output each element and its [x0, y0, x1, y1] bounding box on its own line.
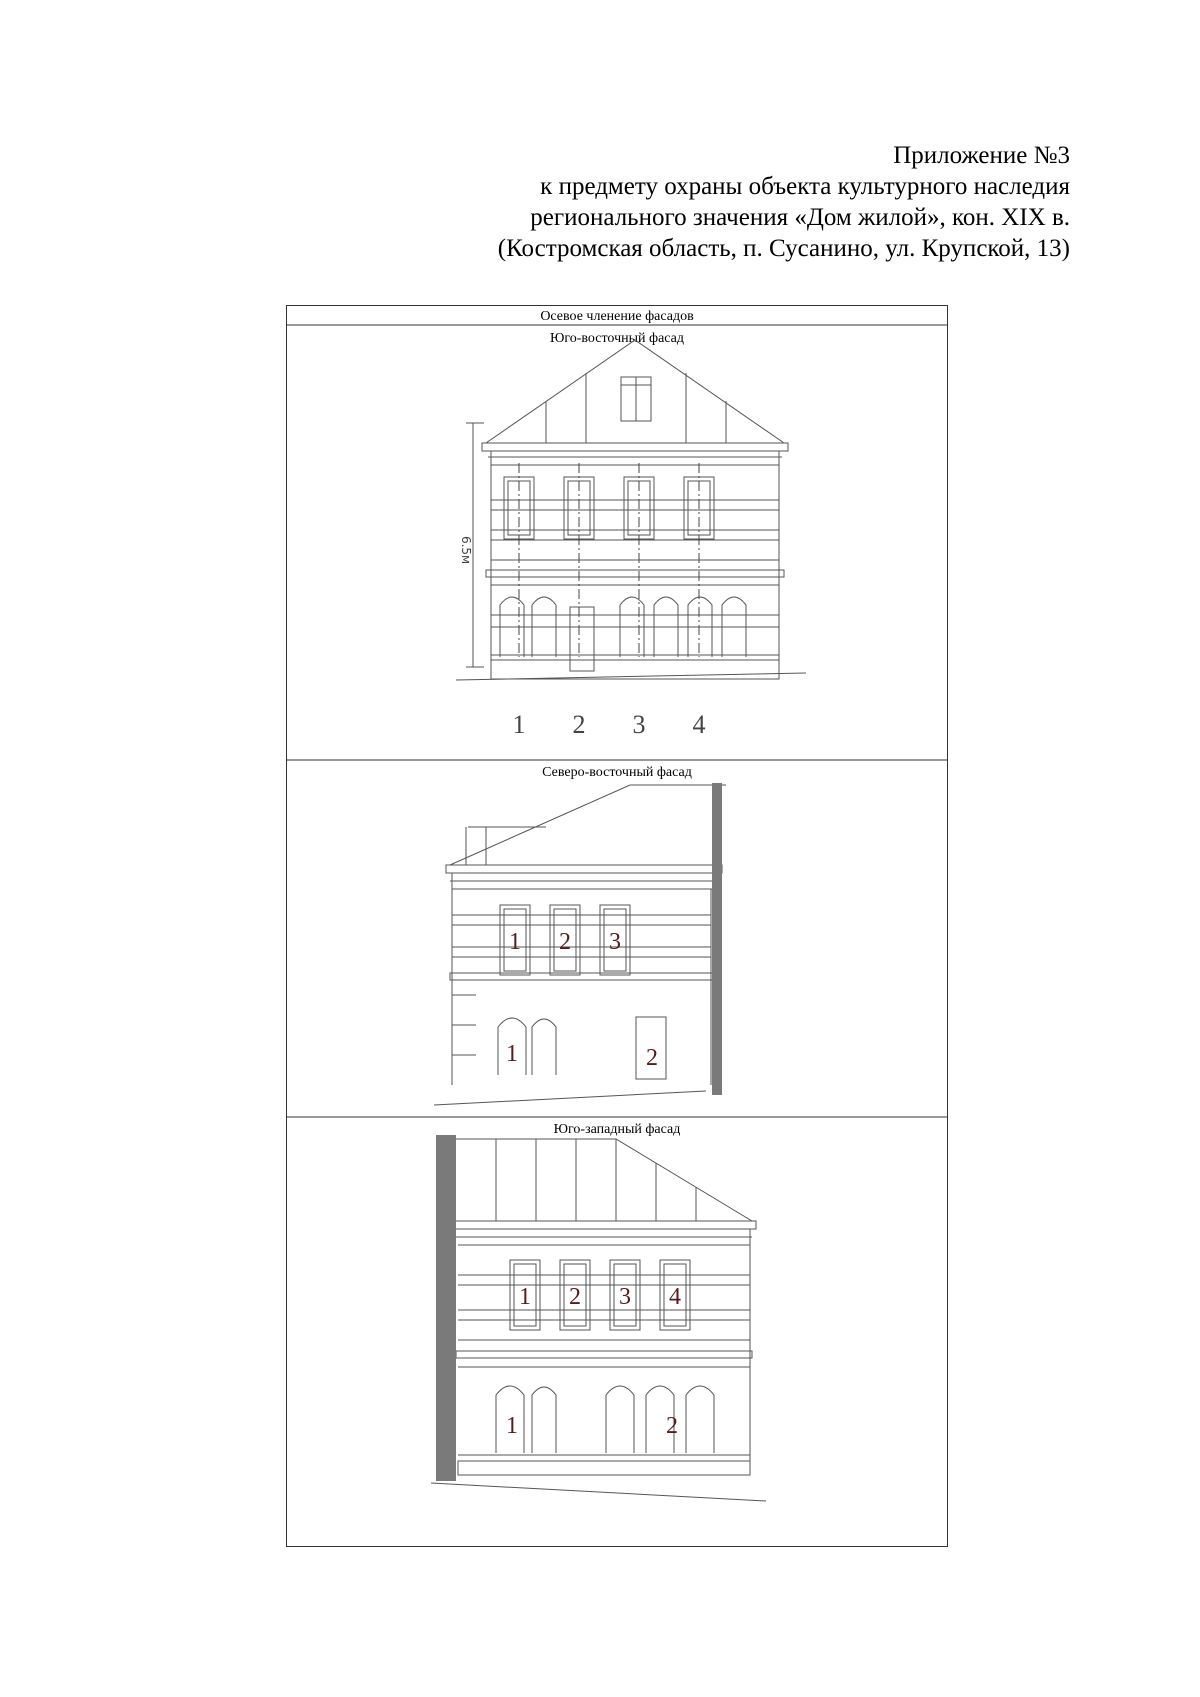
southwest-neighbor-wall [436, 1135, 456, 1481]
northeast-window-labels: 1 2 3 1 2 [506, 929, 658, 1071]
window-label: 4 [669, 1284, 681, 1310]
height-dimension-label: 6.5м [459, 536, 473, 564]
northeast-upper-windows [499, 904, 631, 976]
northeast-facade-drawing [433, 784, 726, 1106]
window-label: 1 [509, 929, 521, 955]
southeast-axis-labels: 1 2 3 4 [513, 710, 706, 739]
window-label: 3 [619, 1284, 631, 1310]
southwest-upper-windows [509, 1259, 691, 1331]
window-label: 2 [666, 1413, 678, 1439]
southeast-facade-drawing [455, 339, 807, 681]
window-label: 1 [519, 1284, 531, 1310]
appendix-subject: к предмету охраны объекта культурного на… [540, 173, 1070, 200]
window-label: 2 [646, 1045, 658, 1071]
axis-label: 4 [693, 710, 706, 739]
southeast-lower-windows [499, 596, 747, 672]
appendix-title: Приложение №3 [893, 142, 1070, 169]
appendix-address: (Костромская область, п. Сусанино, ул. К… [497, 235, 1070, 262]
window-label: 1 [506, 1413, 518, 1439]
section-title-southwest: Юго-западный фасад [554, 1122, 681, 1137]
southeast-axis-lines [518, 463, 700, 657]
facade-table: Осевое членение фасадов Юго-восточный фа… [286, 305, 948, 1547]
window-label: 2 [569, 1284, 581, 1310]
appendix-object: регионального значения «Дом жилой», кон.… [530, 204, 1070, 231]
axis-label: 3 [633, 710, 646, 739]
axis-label: 1 [513, 710, 526, 739]
southwest-window-labels: 1 2 3 4 1 2 [506, 1284, 681, 1439]
window-label: 1 [506, 1041, 518, 1067]
table-title: Осевое членение фасадов [540, 309, 694, 324]
section-title-southeast: Юго-восточный фасад [550, 331, 684, 346]
southwest-facade-drawing [430, 1138, 767, 1502]
document-header: Приложение №3 к предмету охраны объекта … [498, 140, 1070, 264]
window-label: 3 [609, 929, 621, 955]
window-label: 2 [559, 929, 571, 955]
section-title-northeast: Северо-восточный фасад [542, 765, 692, 780]
northeast-neighbor-wall [712, 783, 722, 1095]
axis-label: 2 [573, 710, 586, 739]
